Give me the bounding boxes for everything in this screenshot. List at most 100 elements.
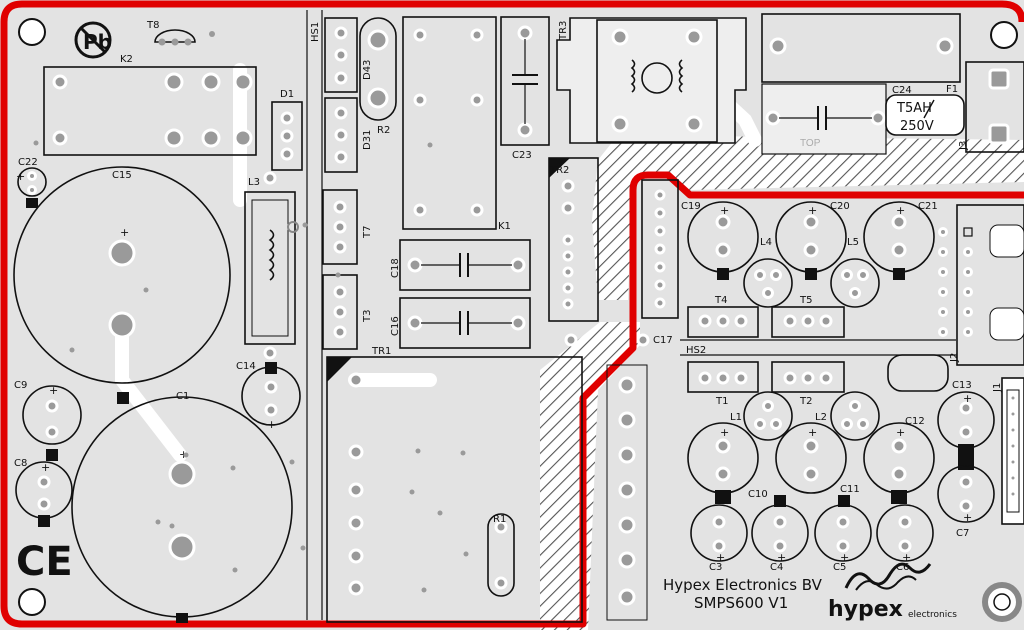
component-c17 bbox=[564, 333, 650, 347]
label-t8: T8 bbox=[146, 20, 159, 31]
component-c14 bbox=[241, 362, 301, 426]
label-l1: L1 bbox=[730, 412, 742, 423]
label-hs1: HS1 bbox=[310, 22, 321, 42]
component-c4 bbox=[751, 504, 809, 562]
component-k1 bbox=[402, 16, 497, 230]
component-d43 bbox=[324, 17, 358, 93]
mounting-hole-bl bbox=[18, 588, 46, 616]
label-t3: T3 bbox=[362, 310, 373, 323]
label-c4: C4 bbox=[770, 562, 783, 573]
label-c12: C12 bbox=[905, 416, 925, 427]
vias bbox=[33, 140, 469, 593]
polarity-c8: + bbox=[41, 461, 50, 474]
polarity-c3: + bbox=[716, 551, 725, 564]
label-j2: J2 bbox=[949, 353, 960, 363]
polarity-c9: + bbox=[49, 384, 58, 397]
component-c8 bbox=[15, 461, 73, 527]
label-tr1: TR1 bbox=[371, 346, 391, 357]
polarity-c5: + bbox=[840, 551, 849, 564]
polarity-c15: + bbox=[120, 226, 129, 239]
polarity-c20: + bbox=[808, 204, 817, 217]
label-t5: T5 bbox=[799, 295, 812, 306]
model-name: SMPS600 V1 bbox=[694, 594, 788, 612]
component-c22 bbox=[17, 167, 47, 208]
component-cap-lower-a bbox=[687, 422, 759, 504]
label-c11: C11 bbox=[840, 484, 860, 495]
component-c3 bbox=[690, 504, 748, 562]
polarity-c4: + bbox=[777, 551, 786, 564]
label-t1: T1 bbox=[715, 396, 728, 407]
label-c20: C20 bbox=[830, 201, 850, 212]
component-t4 bbox=[687, 306, 759, 338]
ce-mark-icon: CE bbox=[16, 539, 73, 585]
component-r2 bbox=[359, 17, 397, 121]
label-d31: D31 bbox=[362, 130, 373, 150]
component-d1 bbox=[271, 101, 303, 171]
label-l4: L4 bbox=[760, 237, 772, 248]
component-f1: T5AH 250V bbox=[885, 94, 965, 136]
label-c22: C22 bbox=[18, 157, 38, 168]
component-c24-upper bbox=[761, 13, 961, 83]
component-cap-lower-b bbox=[775, 422, 847, 494]
label-c17: C17 bbox=[653, 335, 673, 346]
hypex-logo-icon bbox=[844, 562, 932, 591]
component-l4 bbox=[743, 258, 793, 308]
component-c19 bbox=[687, 201, 759, 280]
label-k2: K2 bbox=[120, 54, 133, 65]
component-k2 bbox=[43, 66, 257, 156]
label-c1: C1 bbox=[176, 391, 189, 402]
label-k1: K1 bbox=[498, 221, 511, 232]
component-c7 bbox=[937, 465, 995, 523]
label-c6: C6 bbox=[896, 562, 909, 573]
label-d43: D43 bbox=[362, 60, 373, 80]
polarity-c22: + bbox=[16, 170, 25, 183]
polarity-c7: + bbox=[963, 511, 972, 524]
polarity-cap-b: + bbox=[808, 426, 817, 439]
component-c24: TOP bbox=[761, 83, 887, 155]
trace-c15-c1 bbox=[115, 318, 187, 462]
label-d1: D1 bbox=[280, 89, 294, 100]
label-c3: C3 bbox=[709, 562, 722, 573]
component-t2 bbox=[771, 361, 845, 393]
component-t1 bbox=[687, 361, 759, 393]
svg-text:250V: 250V bbox=[900, 119, 934, 134]
component-j3 bbox=[965, 61, 1024, 153]
component-j2 bbox=[938, 204, 1024, 366]
component-l3 bbox=[244, 171, 299, 360]
svg-text:T5AH: T5AH bbox=[896, 101, 932, 116]
label-l2: L2 bbox=[815, 412, 827, 423]
label-c14: C14 bbox=[236, 361, 256, 372]
label-c9: C9 bbox=[14, 380, 27, 391]
component-l1 bbox=[743, 391, 793, 441]
isolation-zone-upper bbox=[592, 135, 1024, 300]
pb-free-icon: Pb bbox=[74, 21, 112, 59]
component-j1 bbox=[1001, 377, 1024, 525]
polarity-c19: + bbox=[720, 204, 729, 217]
component-r1 bbox=[487, 513, 515, 597]
logo-sub: electronics bbox=[908, 610, 957, 620]
c11-square-pad bbox=[838, 495, 850, 507]
component-c9 bbox=[22, 385, 82, 461]
label-j3: J3 bbox=[958, 141, 969, 151]
logo-word: hypex bbox=[828, 597, 903, 622]
label-c15: C15 bbox=[112, 170, 132, 181]
label-c18: C18 bbox=[390, 258, 401, 278]
polarity-c6: + bbox=[902, 551, 911, 564]
label-t4: T4 bbox=[714, 295, 727, 306]
label-r2: R2 bbox=[377, 125, 390, 136]
mounting-hole-br bbox=[982, 582, 1022, 622]
component-c20 bbox=[775, 201, 847, 280]
label-c5: C5 bbox=[833, 562, 846, 573]
component-c23 bbox=[500, 16, 550, 146]
component-c18 bbox=[399, 239, 531, 291]
label-c7: C7 bbox=[956, 528, 969, 539]
label-c24: C24 bbox=[892, 85, 912, 96]
component-t7 bbox=[322, 189, 358, 265]
polarity-c13: + bbox=[963, 392, 972, 405]
company-name: Hypex Electronics BV bbox=[663, 576, 823, 594]
component-l2 bbox=[830, 391, 880, 441]
label-c19: C19 bbox=[681, 201, 701, 212]
svg-text:TOP: TOP bbox=[800, 138, 821, 149]
